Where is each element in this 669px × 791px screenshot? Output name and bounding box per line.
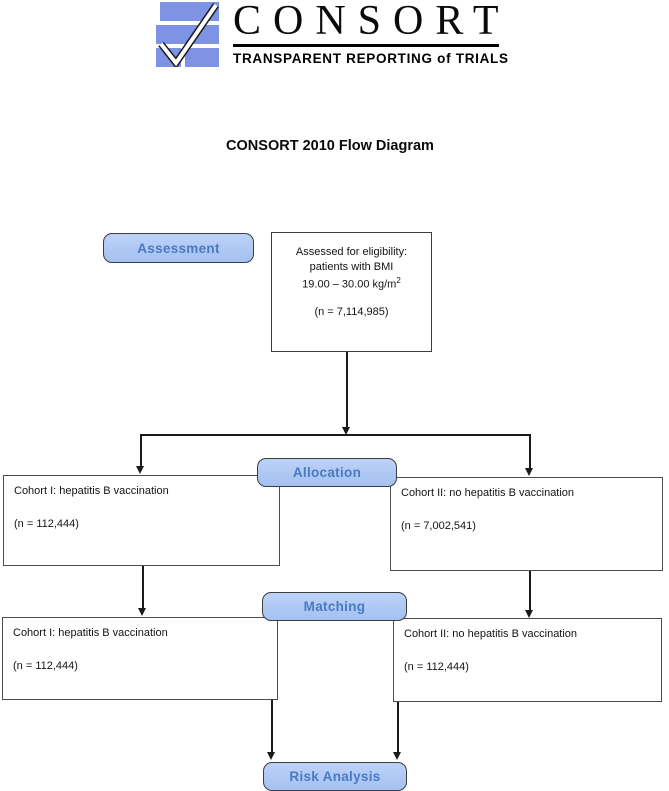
connector-split-horizontal xyxy=(141,434,531,436)
eligibility-box: Assessed for eligibility: patients with … xyxy=(271,232,432,352)
arrowhead-icon xyxy=(525,610,533,618)
checkmark-icon xyxy=(158,3,219,67)
logo-tile xyxy=(185,48,219,67)
cohort-n: (n = 7,002,541) xyxy=(401,520,476,532)
cohort-title: Cohort II: no hepatitis B vaccination xyxy=(404,628,578,640)
arrowhead-icon xyxy=(342,427,350,435)
connector-alloc2-to-match2 xyxy=(529,571,531,610)
eligibility-line: Assessed for eligibility: xyxy=(295,246,408,258)
page-title: CONSORT 2010 Flow Diagram xyxy=(226,138,434,154)
stage-label: Matching xyxy=(303,599,366,614)
allocation-cohort-1-box: Cohort I: hepatitis B vaccination (n = 1… xyxy=(3,475,280,566)
eligibility-line: 19.00 – 30.00 kg/m2 xyxy=(302,276,401,291)
matching-cohort-2-box: Cohort II: no hepatitis B vaccination (n… xyxy=(393,618,662,702)
cohort-n: (n = 112,444) xyxy=(13,660,78,672)
consort-logo: CONSORT TRANSPARENT REPORTING of TRIALS xyxy=(233,0,509,66)
stage-pill-assessment: Assessment xyxy=(103,233,254,263)
cohort-n: (n = 112,444) xyxy=(14,518,79,530)
arrowhead-icon xyxy=(136,466,144,474)
cohort-title: Cohort I: hepatitis B vaccination xyxy=(14,485,169,497)
consort-wordmark: CONSORT xyxy=(233,0,499,47)
cohort-n: (n = 112,444) xyxy=(404,661,469,673)
stage-pill-matching: Matching xyxy=(262,592,407,621)
cohort-title: Cohort I: hepatitis B vaccination xyxy=(13,627,168,639)
connector-match1-to-risk xyxy=(271,700,273,752)
stage-label: Assessment xyxy=(137,240,220,256)
logo-tile xyxy=(156,25,219,44)
stage-label: Allocation xyxy=(292,465,362,480)
stage-label: Risk Analysis xyxy=(289,769,381,784)
arrowhead-icon xyxy=(267,752,275,760)
matching-cohort-1-box: Cohort I: hepatitis B vaccination (n = 1… xyxy=(2,617,278,700)
consort-logo-mark-icon xyxy=(156,2,219,67)
arrowhead-icon xyxy=(525,468,533,476)
connector-to-cohort1 xyxy=(140,434,142,466)
connector-to-cohort2 xyxy=(529,434,531,468)
arrowhead-icon xyxy=(138,608,146,616)
consort-tagline: TRANSPARENT REPORTING of TRIALS xyxy=(233,51,509,66)
connector-eligibility-down xyxy=(346,352,348,428)
arrowhead-icon xyxy=(393,752,401,760)
connector-alloc1-to-match1 xyxy=(142,566,144,608)
allocation-cohort-2-box: Cohort II: no hepatitis B vaccination (n… xyxy=(390,477,663,571)
cohort-title: Cohort II: no hepatitis B vaccination xyxy=(401,487,575,499)
eligibility-line: patients with BMI xyxy=(309,260,394,273)
eligibility-n: (n = 7,114,985) xyxy=(314,306,389,319)
stage-pill-risk-analysis: Risk Analysis xyxy=(263,762,407,791)
connector-match2-to-risk xyxy=(397,702,399,752)
stage-pill-allocation: Allocation xyxy=(257,458,397,487)
